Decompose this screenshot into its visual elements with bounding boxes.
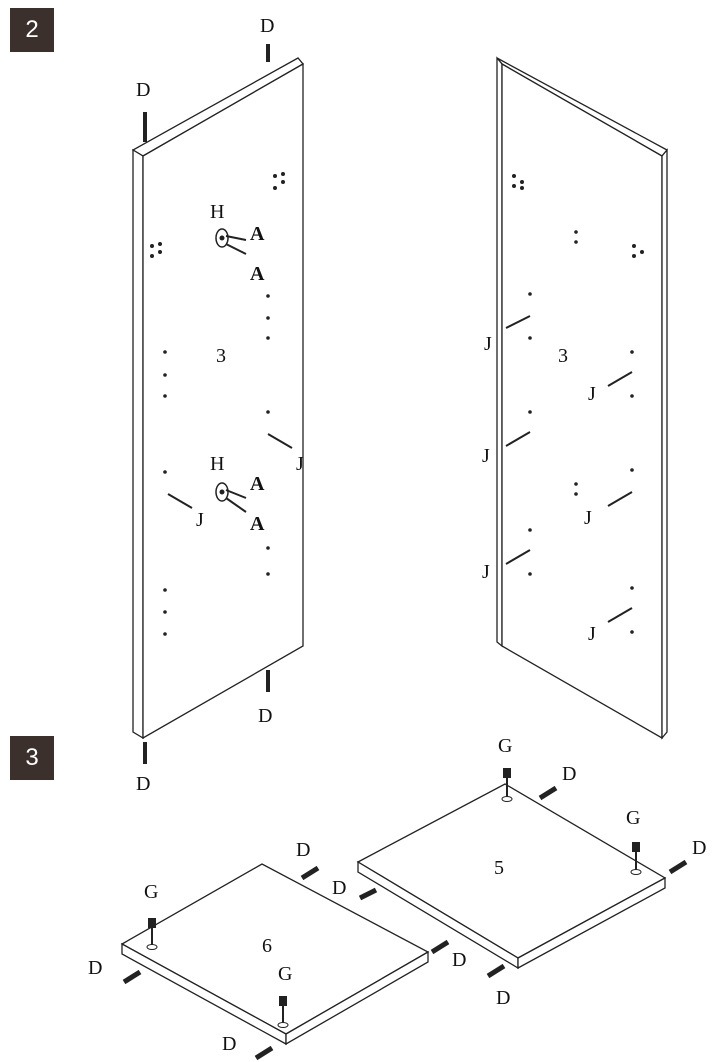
step-2-number: 2	[25, 16, 39, 43]
right-side-panel	[496, 56, 669, 740]
dowel-d-shelf6-c	[122, 969, 142, 985]
right-panel-holes	[512, 174, 644, 634]
hinge-upper	[215, 228, 247, 255]
dowel-d-bottom-left	[143, 742, 147, 764]
label-j-5: J	[482, 445, 490, 467]
label-d-1: D	[260, 15, 274, 37]
dowel-d-shelf5-a	[538, 785, 558, 801]
left-side-panel	[131, 44, 304, 764]
hinge-lower	[215, 482, 247, 513]
label-j-1: J	[296, 453, 304, 475]
shelf-panel-6	[120, 863, 450, 1061]
label-g-4: G	[278, 963, 292, 985]
label-g-1: G	[498, 735, 512, 757]
cam-g-shelf5-b	[632, 842, 640, 852]
pin-j-right-6	[607, 607, 633, 623]
pin-j-right-1	[505, 315, 531, 329]
cam-g-shelf5-a	[503, 768, 511, 778]
label-a-4: A	[250, 513, 265, 535]
label-d-12: D	[222, 1033, 236, 1055]
cam-g-shelf6-a	[148, 918, 156, 928]
pin-j-left-2	[167, 493, 193, 509]
label-panel-right: 3	[558, 345, 568, 367]
label-d-11: D	[88, 957, 102, 979]
pin-j-left-1	[267, 433, 293, 449]
pin-j-right-3	[505, 549, 531, 565]
label-d-5: D	[562, 763, 576, 785]
dowel-d-shelf6-b	[430, 939, 450, 955]
label-j-3: J	[484, 333, 492, 355]
dowel-d-shelf6-d	[254, 1045, 274, 1061]
cam-g-shelf6-b	[279, 996, 287, 1006]
label-d-9: D	[296, 839, 310, 861]
label-d-4: D	[136, 773, 150, 795]
label-j-8: J	[588, 623, 596, 645]
label-d-10: D	[452, 949, 466, 971]
pin-j-right-4	[607, 371, 633, 387]
label-panel-5: 5	[494, 857, 504, 879]
label-panel-left: 3	[216, 345, 226, 367]
label-a-2: A	[250, 263, 265, 285]
label-j-2: J	[196, 509, 204, 531]
label-h-2: H	[210, 453, 224, 475]
label-d-2: D	[136, 79, 150, 101]
label-d-7: D	[332, 877, 346, 899]
step-3-number: 3	[25, 744, 39, 771]
label-d-8: D	[496, 987, 510, 1009]
label-h-1: H	[210, 201, 224, 223]
label-j-6: J	[584, 507, 592, 529]
dowel-d-top-left	[143, 112, 147, 142]
step-2-badge: 2	[10, 8, 54, 52]
label-g-3: G	[144, 881, 158, 903]
shelf-panel-5	[356, 768, 688, 979]
dowel-d-shelf6-a	[300, 865, 320, 881]
label-a-3: A	[250, 473, 265, 495]
label-j-4: J	[588, 383, 596, 405]
label-g-2: G	[626, 807, 640, 829]
pin-j-right-5	[607, 491, 633, 507]
dowel-d-shelf5-c	[358, 887, 378, 901]
dowel-d-bottom-right	[266, 670, 270, 692]
label-a-1: A	[250, 223, 265, 245]
dowel-d-shelf5-b	[668, 859, 688, 875]
label-j-7: J	[482, 561, 490, 583]
left-panel-holes	[150, 172, 285, 636]
dowel-d-top-right	[266, 44, 270, 62]
step-3-badge: 3	[10, 736, 54, 780]
pin-j-right-2	[505, 431, 531, 447]
dowel-d-shelf5-d	[486, 963, 506, 979]
label-d-6: D	[692, 837, 706, 859]
label-panel-6: 6	[262, 935, 272, 957]
label-d-3: D	[258, 705, 272, 727]
